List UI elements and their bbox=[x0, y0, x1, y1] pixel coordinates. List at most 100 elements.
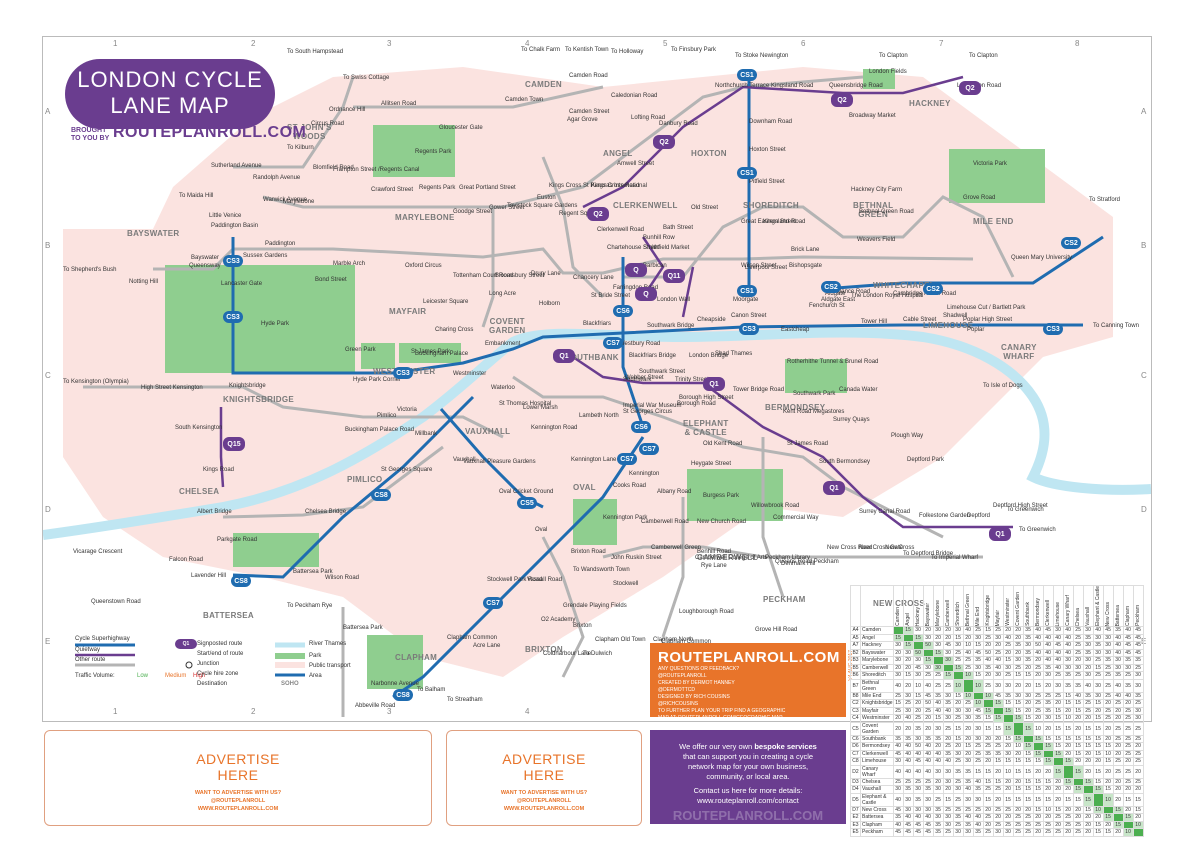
place-label[interactable]: Falcon Road bbox=[169, 557, 204, 563]
orange-line-4[interactable]: @DERMOTTCD bbox=[658, 687, 696, 693]
quietway-badge[interactable]: Q1 bbox=[703, 377, 725, 391]
place-label[interactable]: Webber Street bbox=[625, 375, 664, 381]
place-label[interactable]: Danbury Road bbox=[659, 121, 698, 127]
place-label[interactable]: Camden Street bbox=[569, 109, 610, 115]
place-label[interactable]: St Bride Street bbox=[591, 293, 631, 299]
place-label[interactable]: New Church Road bbox=[697, 519, 747, 525]
place-label[interactable]: Pimlico bbox=[377, 413, 397, 419]
place-label[interactable]: To Holloway bbox=[611, 49, 644, 55]
place-label[interactable]: Warwick Avenue bbox=[263, 197, 308, 203]
place-label[interactable]: O2 Academy bbox=[541, 617, 576, 623]
place-label[interactable]: St Georges Square bbox=[381, 467, 433, 473]
orange-line-2[interactable]: @ROUTEPLANROLL bbox=[658, 673, 707, 679]
place-label[interactable]: Lambeth North bbox=[579, 413, 619, 419]
place-label[interactable]: Cable Street bbox=[903, 317, 937, 323]
place-label[interactable]: Caledonian Road bbox=[611, 93, 658, 99]
place-label[interactable]: To Kentish Town bbox=[565, 47, 609, 53]
place-label[interactable]: Blackfriars bbox=[583, 321, 612, 327]
place-label[interactable]: London Fields bbox=[869, 69, 907, 75]
place-label[interactable]: Leicester Square bbox=[423, 299, 469, 305]
orange-line-8[interactable]: MAP AT: ROUTEPLANROLL.COM/GEOGRAPHIC-MAP bbox=[658, 715, 783, 721]
place-label[interactable]: Kings Cross St Pancras International bbox=[549, 183, 648, 189]
quietway-badge[interactable]: Q2 bbox=[831, 93, 853, 107]
place-label[interactable]: Hackney City Farm bbox=[851, 187, 903, 193]
place-label[interactable]: Hoxton Street bbox=[749, 147, 786, 153]
place-label[interactable]: Chartehouse Street bbox=[607, 245, 660, 251]
place-label[interactable]: To Kilburn bbox=[287, 145, 314, 151]
place-label[interactable]: Blackfriars Bridge bbox=[629, 353, 677, 359]
place-label[interactable]: To Stratford bbox=[1089, 197, 1121, 203]
place-label[interactable]: Old Kent Road bbox=[703, 441, 743, 447]
place-label[interactable]: Westbury Road bbox=[619, 341, 661, 347]
place-label[interactable]: Marble Arch bbox=[333, 261, 366, 267]
place-label[interactable]: New Cross Road bbox=[827, 545, 873, 551]
place-label[interactable]: Aldgate East bbox=[821, 297, 856, 303]
place-label[interactable]: Parkgate Road bbox=[217, 537, 258, 543]
place-label[interactable]: Smithfield Market bbox=[643, 245, 690, 251]
place-label[interactable]: Bath Street bbox=[663, 225, 694, 231]
place-label[interactable]: Long Acre bbox=[489, 291, 517, 297]
place-label[interactable]: St Georges Circus bbox=[623, 409, 673, 415]
place-label[interactable]: Imperial War Museum bbox=[623, 403, 682, 409]
place-label[interactable]: Lavender Hill bbox=[191, 573, 227, 579]
place-label[interactable]: St Thomas Hospital bbox=[499, 401, 552, 407]
cs-route-badge[interactable]: CS7 bbox=[617, 453, 637, 465]
place-label[interactable]: Camberwell College of Arts bbox=[695, 555, 768, 561]
place-label[interactable]: Ordnance Hill bbox=[329, 107, 366, 113]
place-label[interactable]: Great Eastern Street bbox=[741, 219, 797, 225]
place-label[interactable]: Broadway Market bbox=[849, 113, 896, 119]
place-label[interactable]: Trinity Street bbox=[675, 377, 709, 383]
place-label[interactable]: Burgess Park bbox=[703, 493, 740, 499]
cs-route-badge[interactable]: CS1 bbox=[737, 285, 757, 297]
place-label[interactable]: Little Venice bbox=[209, 213, 242, 219]
place-label[interactable]: Buckingham Palace Road bbox=[345, 427, 415, 433]
place-label[interactable]: Lancaster Gate bbox=[221, 281, 263, 287]
place-label[interactable]: Clapham Old Town bbox=[595, 637, 646, 643]
place-label[interactable]: Buckingham Palace bbox=[415, 351, 469, 357]
place-label[interactable]: Pitfield Street bbox=[749, 179, 785, 185]
place-label[interactable]: Benhill Road bbox=[697, 549, 732, 555]
quietway-badge[interactable]: Q1 bbox=[823, 481, 845, 495]
place-label[interactable]: Albert Bridge bbox=[197, 509, 232, 515]
place-label[interactable]: Downham Road bbox=[749, 119, 793, 125]
place-label[interactable]: Great Portland Street bbox=[459, 185, 516, 191]
place-label[interactable]: To Shepherd's Bush bbox=[63, 267, 117, 273]
quietway-badge[interactable]: Q bbox=[625, 263, 647, 277]
place-label[interactable]: To Finsbury Park bbox=[671, 47, 717, 53]
cs-route-badge[interactable]: CS8 bbox=[231, 575, 251, 587]
cs-route-badge[interactable]: CS2 bbox=[821, 281, 841, 293]
place-label[interactable]: To Peckham Rye bbox=[287, 603, 333, 609]
place-label[interactable]: Rye Lane bbox=[701, 563, 727, 569]
place-label[interactable]: To Deptford Bridge bbox=[903, 551, 954, 557]
cs-route-badge[interactable]: CS7 bbox=[639, 443, 659, 455]
place-label[interactable]: Westminster bbox=[453, 371, 487, 377]
place-label[interactable]: Southwark Park bbox=[793, 391, 836, 397]
place-label[interactable]: Stockwell bbox=[613, 581, 639, 587]
place-label[interactable]: Lofting Road bbox=[631, 115, 666, 121]
place-label[interactable]: Plough Way bbox=[891, 433, 924, 439]
place-label[interactable]: To Wandsworth Town bbox=[573, 567, 630, 573]
place-label[interactable]: Regents Park bbox=[415, 149, 452, 155]
cs-route-badge[interactable]: CS3 bbox=[223, 311, 243, 323]
place-label[interactable]: Clapham North bbox=[653, 637, 694, 643]
place-label[interactable]: Camden Town bbox=[505, 97, 544, 103]
place-label[interactable]: Bond Street bbox=[315, 277, 347, 283]
cs-route-badge[interactable]: CS3 bbox=[739, 323, 759, 335]
place-label[interactable]: Brick Lane bbox=[791, 247, 820, 253]
place-label[interactable]: Holborn bbox=[539, 301, 561, 307]
place-label[interactable]: Kings Road bbox=[203, 467, 235, 473]
place-label[interactable]: Kennington Road bbox=[531, 425, 578, 431]
place-label[interactable]: Circus Road bbox=[311, 121, 345, 127]
place-label[interactable]: Vicarage Crescent bbox=[73, 549, 123, 555]
place-label[interactable]: Deptford High Street bbox=[993, 503, 1048, 509]
place-label[interactable]: To Dulwich bbox=[583, 651, 613, 657]
cs-route-badge[interactable]: CS6 bbox=[631, 421, 651, 433]
place-label[interactable]: Crawford Street bbox=[371, 187, 414, 193]
place-label[interactable]: To Balham bbox=[417, 687, 446, 693]
place-label[interactable]: Folkestone Garden bbox=[919, 513, 971, 519]
place-label[interactable]: Southwark Bridge bbox=[647, 323, 695, 329]
place-label[interactable]: Grove Road bbox=[963, 195, 996, 201]
place-label[interactable]: Bayswater bbox=[191, 255, 220, 261]
place-label[interactable]: Poplar High Street bbox=[963, 317, 1013, 323]
